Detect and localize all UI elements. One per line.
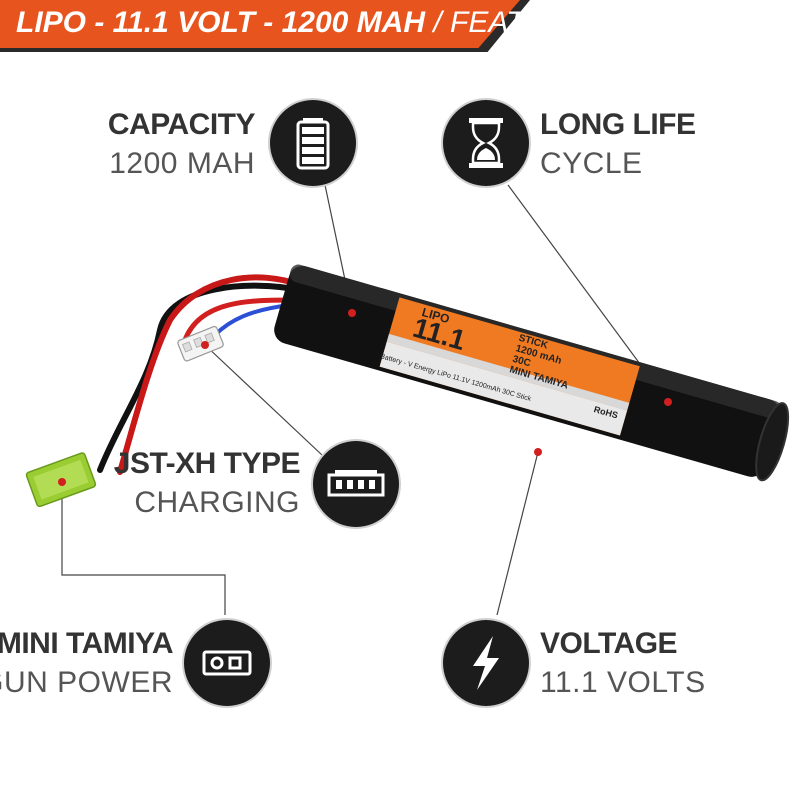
- plug-icon: [202, 650, 252, 676]
- leader-voltage: [496, 451, 539, 616]
- tamiya-subtitle: GUN POWER: [0, 666, 173, 699]
- header-banner: [0, 0, 520, 48]
- battery-label-line4: MINI TAMIYA: [508, 364, 570, 392]
- battery-icon: [296, 118, 330, 170]
- longlife-subtitle: CYCLE: [540, 147, 643, 180]
- tamiya-icon-circle: [184, 620, 270, 706]
- hourglass-icon: [469, 118, 503, 168]
- connector-icon: [327, 470, 385, 497]
- jst-subtitle: CHARGING: [134, 486, 300, 519]
- voltage-subtitle: 11.1 VOLTS: [540, 666, 706, 699]
- longlife-icon-circle: [443, 100, 529, 186]
- voltage-icon-circle: [443, 620, 529, 706]
- jst-icon-circle: [313, 441, 399, 527]
- capacity-icon-circle: [270, 100, 356, 186]
- banner-main-text: LIPO - 11.1 VOLT - 1200 MAH: [16, 6, 425, 39]
- banner-sub-text: FEATURES: [450, 6, 608, 39]
- battery-label-voltage: 11.1: [409, 311, 470, 357]
- tamiya-title: MINI TAMIYA: [0, 627, 174, 660]
- banner-separator: /: [424, 6, 450, 39]
- capacity-subtitle: 1200 MAH: [109, 147, 255, 180]
- jst-title: JST-XH TYPE: [113, 447, 301, 480]
- battery-label-rohs: RoHS: [592, 404, 620, 421]
- longlife-title: LONG LIFE: [540, 108, 696, 141]
- leader-jst: [204, 344, 323, 456]
- lightning-icon: [473, 636, 499, 690]
- banner-title: LIPO - 11.1 VOLT - 1200 MAH / FEATURES: [16, 6, 608, 40]
- capacity-title: CAPACITY: [107, 108, 256, 141]
- leader-tamiya: [61, 482, 226, 615]
- voltage-title: VOLTAGE: [540, 627, 678, 660]
